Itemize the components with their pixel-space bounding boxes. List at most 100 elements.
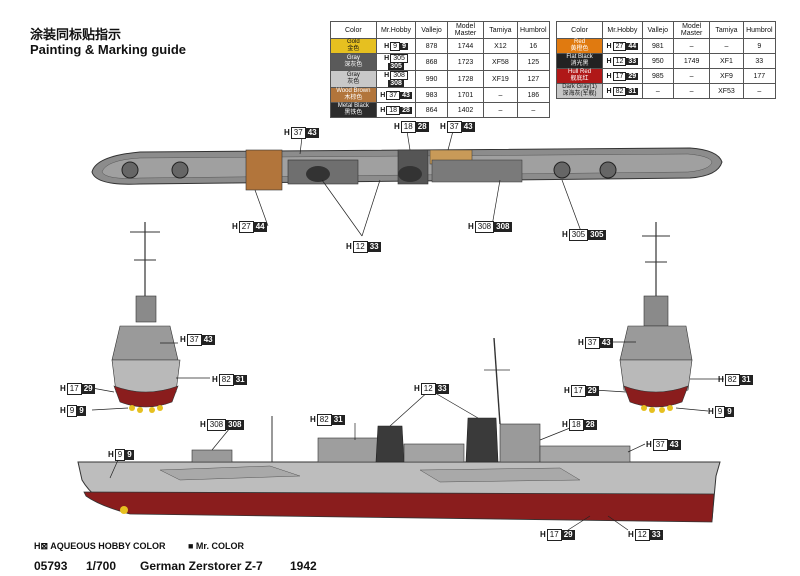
color-name-cn: 深海灰(军舰) — [562, 91, 597, 97]
modelmaster-value: – — [672, 38, 711, 54]
h-number: 17 — [66, 383, 82, 395]
color-name-cn: 黑铁色 — [344, 110, 363, 116]
color-name: Dark Gray(1) — [562, 84, 597, 90]
modelmaster-value: 1749 — [672, 53, 711, 69]
table-header-row: Color Mr.Hobby Vallejo Model Master Tami… — [330, 21, 551, 39]
footer-scale: 1/700 — [86, 559, 117, 573]
h-number: 37 — [290, 127, 306, 139]
color-name-cn: 灰色 — [347, 79, 360, 85]
top-view-ship — [91, 130, 723, 237]
vallejo-value: 864 — [415, 102, 448, 118]
title-chinese: 涂装同标贴指示 — [30, 28, 122, 43]
h-number: 82 — [218, 374, 234, 386]
m-number: 33 — [435, 384, 449, 394]
h-number: 12 — [612, 56, 627, 66]
footer-code: 05793 — [34, 559, 68, 573]
m-number: 43 — [599, 338, 613, 348]
color-name: Metal Black — [337, 103, 369, 109]
h-number: 12 — [420, 383, 436, 395]
h-number: 82 — [724, 374, 740, 386]
m-number: 29 — [81, 384, 95, 394]
side-view-ship — [77, 337, 721, 531]
m-number: 29 — [626, 72, 639, 80]
m-number: 308 — [494, 222, 512, 232]
h-number: 37 — [446, 121, 462, 133]
m-number: 9 — [77, 406, 86, 416]
m-number: 29 — [561, 530, 575, 540]
m-number: 308 — [226, 420, 244, 430]
color-name-cn: 深灰色 — [344, 62, 363, 68]
h-number: 82 — [612, 86, 627, 96]
m-number: 44 — [253, 222, 267, 232]
m-number: 43 — [400, 91, 412, 99]
m-number: 305 — [388, 63, 404, 70]
color-name-cn: 消光黑 — [570, 61, 589, 67]
color-name-cn: 金色 — [347, 46, 360, 52]
color-name-cn: 黄橙色 — [570, 46, 589, 52]
m-number: 28 — [415, 122, 429, 132]
title-english: Painting & Marking guide — [30, 42, 187, 57]
m-number: 43 — [201, 335, 215, 345]
m-number: 31 — [626, 87, 639, 95]
color-table-right: Color Mr.Hobby Vallejo Model Master Tami… — [555, 21, 777, 99]
color-name: Gray — [346, 72, 360, 78]
h-number: 17 — [570, 385, 586, 397]
m-number: 31 — [331, 415, 345, 425]
color-name-cn: 木棕色 — [344, 95, 363, 101]
h-number: 12 — [352, 241, 368, 253]
legend-mr-color: ■ Mr. COLOR — [188, 541, 244, 551]
h-number: 9 — [714, 406, 726, 418]
m-number: 9 — [725, 407, 734, 417]
rear-view-ship — [593, 222, 724, 413]
humbrol-value: – — [742, 83, 777, 99]
h-number: 12 — [634, 529, 650, 541]
humbrol-value: – — [516, 102, 551, 118]
footer-year: 1942 — [290, 559, 317, 573]
color-name: Gray — [346, 55, 360, 61]
front-view-ship — [91, 222, 210, 413]
m-number: 31 — [739, 375, 753, 385]
h-number: 27 — [238, 221, 254, 233]
col-header-modelmaster: Model Master — [672, 21, 711, 39]
m-number: 29 — [585, 386, 599, 396]
footer-ship-name: German Zerstorer Z-7 — [140, 559, 263, 573]
h-number: 9 — [66, 405, 78, 417]
m-number: 33 — [626, 57, 639, 65]
h-number: 9 — [114, 449, 126, 461]
h-number: 308 — [474, 221, 495, 233]
modelmaster-value: – — [672, 83, 711, 99]
legend-aqueous: H⊠ AQUEOUS HOBBY COLOR — [34, 541, 166, 551]
m-number: 28 — [583, 420, 597, 430]
m-number: 305 — [588, 230, 606, 240]
